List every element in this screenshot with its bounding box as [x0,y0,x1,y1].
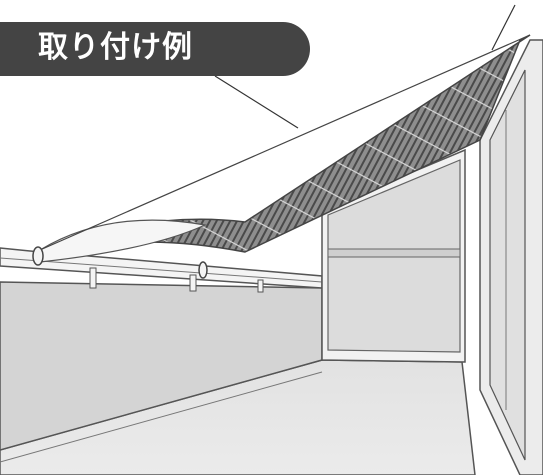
window-transom [327,248,461,258]
rail-post [89,267,97,289]
installation-example-label: 取り付け例 [38,30,193,65]
label-badge [0,22,310,76]
floor-edge-line [0,371,323,463]
leader-line [491,4,516,51]
leader-line [214,75,299,129]
rail-post [257,279,264,293]
clamp [198,261,208,279]
clamp [32,246,44,266]
rail-post [189,274,197,292]
door-frame [489,69,526,461]
